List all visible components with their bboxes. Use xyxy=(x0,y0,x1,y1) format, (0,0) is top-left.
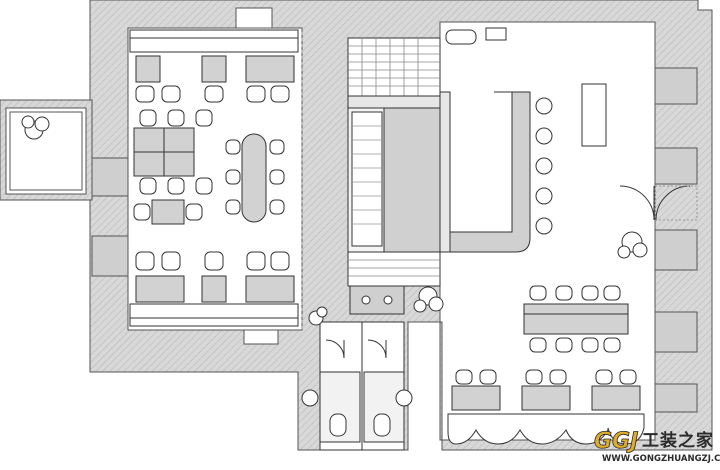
bar-display-unit xyxy=(581,83,607,147)
restrooms xyxy=(301,321,413,451)
dining-tables-right xyxy=(447,285,645,445)
watermark-url: WWW.GONGZHUANGZJ.COM xyxy=(602,454,720,464)
entrance-door xyxy=(619,185,698,221)
washbasin xyxy=(395,389,413,407)
sink xyxy=(445,29,477,45)
bar-back-counter xyxy=(383,107,441,253)
annex-wall xyxy=(0,99,93,201)
booth-seating xyxy=(447,413,645,445)
toilet xyxy=(329,413,347,437)
wall-pier xyxy=(654,229,698,271)
svg-text:GGJ: GGJ xyxy=(594,429,638,454)
watermark-name: 工装之家 xyxy=(642,431,714,451)
top-window xyxy=(235,7,273,29)
bar-stools xyxy=(535,97,553,235)
dining-tables-left xyxy=(133,55,295,303)
wall-pier xyxy=(91,157,129,197)
wall-pier xyxy=(91,235,129,277)
wall-pier xyxy=(654,383,698,413)
toilet xyxy=(373,413,391,437)
stair-core xyxy=(347,37,441,315)
potted-plants xyxy=(21,115,648,326)
washbasin xyxy=(301,389,319,407)
gzj-logo: GGJ xyxy=(594,429,639,455)
wall-pier xyxy=(654,147,698,185)
wall-pier xyxy=(654,311,698,353)
wash-basin-counter xyxy=(349,285,405,315)
site-watermark: GGJ 工装之家 WWW.GONGZHUANGZJ.COM xyxy=(592,418,720,470)
bar-counter xyxy=(439,27,607,253)
dining-chairs-left xyxy=(133,85,290,271)
bottom-window xyxy=(243,329,279,345)
banquette-benches xyxy=(129,29,303,330)
wall-pier xyxy=(654,67,698,105)
